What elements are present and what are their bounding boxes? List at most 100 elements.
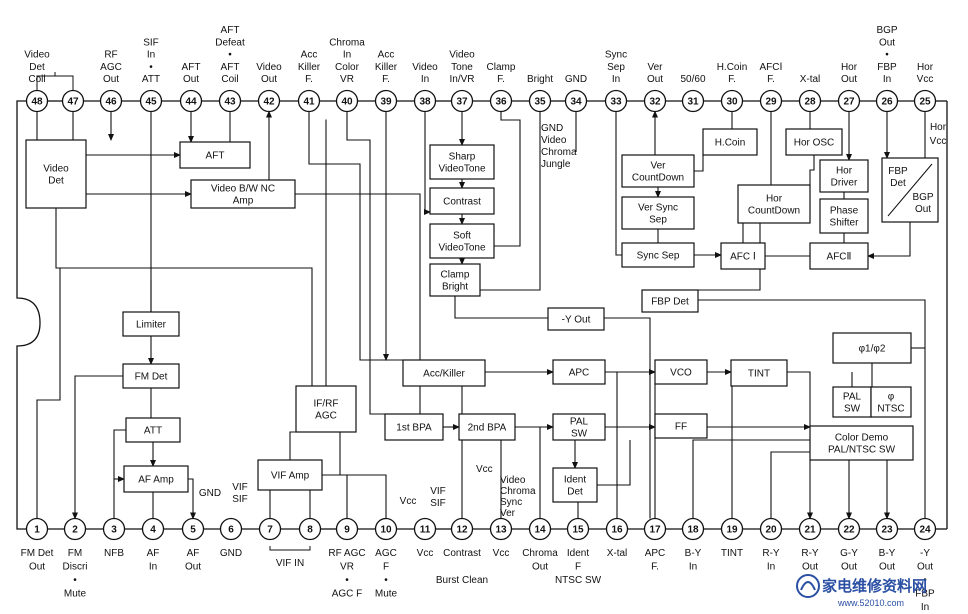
block-label: Acc/Killer	[423, 369, 465, 380]
pin-label: AGC	[100, 62, 122, 73]
pin-label: Tone	[451, 62, 473, 73]
pin-18: 18B-YIn	[681, 517, 705, 573]
block-label: Out	[915, 204, 931, 215]
pin-number: 31	[687, 97, 699, 108]
annotation-vcc: Vcc	[400, 496, 417, 507]
pin-label: G-Y	[840, 548, 858, 559]
block-label: Hor	[836, 166, 853, 177]
pin-label: AGC F	[332, 589, 363, 600]
pin-label: Out	[647, 74, 663, 85]
block-label: Sep	[649, 215, 667, 226]
block-label: SW	[844, 404, 861, 415]
pin-label: F.	[497, 74, 505, 85]
pin-label: FM Det	[21, 548, 54, 559]
block-label: Limiter	[136, 320, 167, 331]
ff-block: FF	[654, 413, 708, 439]
block-label: FF	[675, 422, 687, 433]
pin-number: 20	[765, 525, 777, 536]
block-label: Video B/W NC	[211, 184, 275, 195]
block-label: VIF Amp	[271, 471, 310, 482]
annotation-vcc_video_chroma: Ver	[500, 508, 516, 519]
pin-label: Killer	[298, 62, 321, 73]
pin-label: Acc	[301, 50, 318, 61]
block-label: AGC	[315, 411, 337, 422]
pin-number: 30	[726, 97, 738, 108]
pin-label: Out	[261, 74, 277, 85]
pin-label: Out	[183, 74, 199, 85]
watermark-text: 家电维修资料网	[822, 577, 927, 595]
pin-label: F	[575, 562, 581, 573]
pin-number: 37	[456, 97, 468, 108]
pin-label: F.	[305, 74, 313, 85]
block-label: VCO	[670, 368, 692, 379]
pin-label: Coil	[221, 74, 238, 85]
sync-sep-block: Sync Sep	[621, 242, 695, 268]
annotation-sif: SIF	[430, 498, 446, 509]
pin-label: In	[689, 562, 697, 573]
pin-number: 13	[495, 525, 507, 536]
pin-number: 45	[145, 97, 157, 108]
pin-label: AFCⅠ	[760, 62, 783, 73]
block-label: Soft	[453, 231, 471, 242]
pin-label: F.	[728, 74, 736, 85]
pin-number: 38	[419, 97, 431, 108]
block-label: FBP	[888, 166, 908, 177]
pin-label: •	[923, 575, 927, 586]
pin-number: 25	[919, 97, 931, 108]
pin-label: Vcc	[917, 74, 934, 85]
pin-20: 20R-YIn	[759, 517, 783, 573]
pin-label: Mute	[375, 589, 398, 600]
pin-number: 8	[307, 525, 313, 536]
afc1-block: AFC Ⅰ	[720, 242, 766, 270]
block-label: Hor OSC	[794, 138, 835, 149]
annotation-vcc_video_chroma: Video	[500, 475, 526, 486]
annotation-vif: VIF	[430, 486, 446, 497]
pin-label: Mute	[64, 589, 87, 600]
block-label: Contrast	[443, 197, 481, 208]
pin-label: B-Y	[879, 548, 896, 559]
pin-label: In	[147, 50, 155, 61]
pin-number: 26	[881, 97, 893, 108]
pin-number: 33	[610, 97, 622, 108]
apc-block: APC	[552, 359, 606, 385]
pin-label: FM	[68, 548, 82, 559]
pin-label: Vcc	[493, 548, 510, 559]
pin-number: 19	[726, 525, 738, 536]
pin-label: Contrast	[443, 548, 481, 559]
h-coin-block: H.Coin	[702, 128, 758, 156]
pin-label: AFT	[221, 25, 240, 36]
pin-label: Sep	[607, 62, 625, 73]
pin-label: •	[228, 50, 232, 61]
block-label: PAL	[843, 392, 862, 403]
pin-label: Clamp	[487, 62, 516, 73]
block-label: CountDown	[748, 206, 800, 217]
pin-47: 47	[61, 89, 85, 113]
pin-label: In	[921, 602, 929, 613]
pin-label: AGC	[375, 548, 397, 559]
pin-label: Killer	[375, 62, 398, 73]
pin-label: Video	[412, 62, 438, 73]
annotation-vif: VIF	[232, 482, 248, 493]
pin-number: 2	[72, 525, 78, 536]
pin-label: F.	[651, 562, 659, 573]
annotation-hor_vcc: Vcc	[930, 136, 947, 147]
block-label: Det	[567, 487, 583, 498]
pin-label: H.Coin	[717, 62, 748, 73]
